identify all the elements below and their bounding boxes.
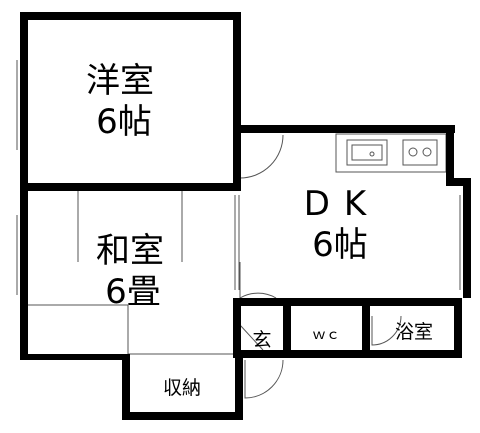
japanese-room-size: 6畳 <box>105 272 161 312</box>
door-swings <box>239 134 402 399</box>
dk-room-name: DK <box>304 184 380 224</box>
stove-icon <box>408 147 432 157</box>
western-room-size: 6帖 <box>96 102 152 142</box>
sink-icon <box>351 144 383 161</box>
closet-label: 収納 <box>163 377 201 399</box>
dk-room-size: 6帖 <box>312 225 368 265</box>
walls <box>20 12 471 420</box>
entrance-label: 玄 <box>252 329 271 351</box>
western-room-name: 洋室 <box>86 61 154 101</box>
japanese-room-name: 和室 <box>96 231 164 271</box>
toilet-label: ｗｃ <box>312 327 340 343</box>
bath-label: 浴室 <box>395 321 433 343</box>
tatami-lines <box>26 190 238 355</box>
